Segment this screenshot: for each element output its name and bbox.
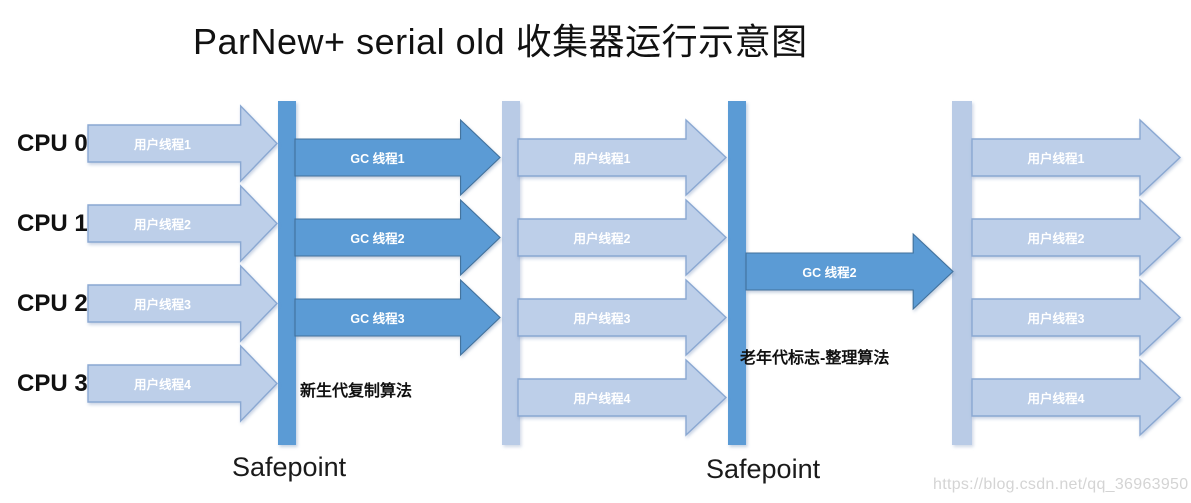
right-arrow-shape [972,200,1180,275]
gc-thread-arrow: GC 线程3 [295,280,500,355]
user-thread-label: 用户线程2 [1027,232,1085,246]
cpu-label-3: CPU 3 [17,370,88,397]
user-thread-label: 用户线程4 [1027,392,1085,406]
user-thread-label: 用户线程4 [134,378,191,392]
user-thread-arrow: 用户线程1 [88,106,277,181]
right-arrow-shape [295,200,500,275]
right-arrow-shape [518,360,726,435]
cpu-label-1: CPU 1 [17,210,88,237]
phase-bar-4-light [952,101,972,445]
user-thread-label: 用户线程2 [134,218,191,232]
user-thread-label: 用户线程3 [134,298,191,312]
safepoint-bar-1-dark [278,101,296,445]
safepoint-bar-3-dark [728,101,746,445]
user-thread-label: 用户线程2 [573,232,631,246]
old-gc-thread-arrow: GC 线程2 [746,234,953,309]
right-arrow-shape [295,120,500,195]
cpu-label-2: CPU 2 [17,290,88,317]
user-thread-arrow: 用户线程2 [518,200,726,275]
safepoint-label-right: Safepoint [706,454,821,484]
user-thread-label: 用户线程3 [1027,312,1085,326]
user-thread-label: 用户线程3 [573,312,631,326]
right-arrow-shape [88,106,277,181]
right-arrow-shape [295,280,500,355]
right-arrow-shape [746,234,953,309]
old-gen-algorithm-note: 老年代标志-整理算法 [740,350,890,367]
user-thread-arrow: 用户线程3 [518,280,726,355]
user-thread-label: 用户线程1 [573,152,631,166]
right-arrow-shape [518,280,726,355]
right-arrow-shape [972,120,1180,195]
watermark: https://blog.csdn.net/qq_36963950 [933,476,1189,493]
right-arrow-shape [972,280,1180,355]
user-thread-arrow: 用户线程1 [972,120,1180,195]
gc-thread-label: GC 线程2 [802,266,857,280]
user-thread-arrow: 用户线程4 [88,346,277,421]
user-thread-label: 用户线程1 [1027,152,1085,166]
right-arrow-shape [88,346,277,421]
user-thread-arrow: 用户线程3 [88,266,277,341]
user-thread-arrow: 用户线程4 [518,360,726,435]
right-arrow-shape [88,266,277,341]
gc-thread-label: GC 线程2 [350,232,405,246]
cpu-label-0: CPU 0 [17,130,88,157]
young-gen-algorithm-note: 新生代复制算法 [300,383,413,400]
right-arrow-shape [518,120,726,195]
user-thread-label: 用户线程1 [134,138,191,152]
user-thread-arrow: 用户线程4 [972,360,1180,435]
gc-thread-label: GC 线程1 [350,152,405,166]
user-thread-label: 用户线程4 [573,392,631,406]
diagram-title: ParNew+ serial old 收集器运行示意图 [193,21,808,62]
gc-thread-arrow: GC 线程2 [295,200,500,275]
user-thread-arrow: 用户线程2 [972,200,1180,275]
user-thread-arrow: 用户线程2 [88,186,277,261]
right-arrow-shape [518,200,726,275]
user-thread-arrow: 用户线程3 [972,280,1180,355]
right-arrow-shape [972,360,1180,435]
gc-thread-arrow: GC 线程1 [295,120,500,195]
phase-bar-2-light [502,101,520,445]
user-thread-arrow: 用户线程1 [518,120,726,195]
safepoint-label-left: Safepoint [232,452,347,482]
right-arrow-shape [88,186,277,261]
gc-thread-label: GC 线程3 [350,312,405,326]
